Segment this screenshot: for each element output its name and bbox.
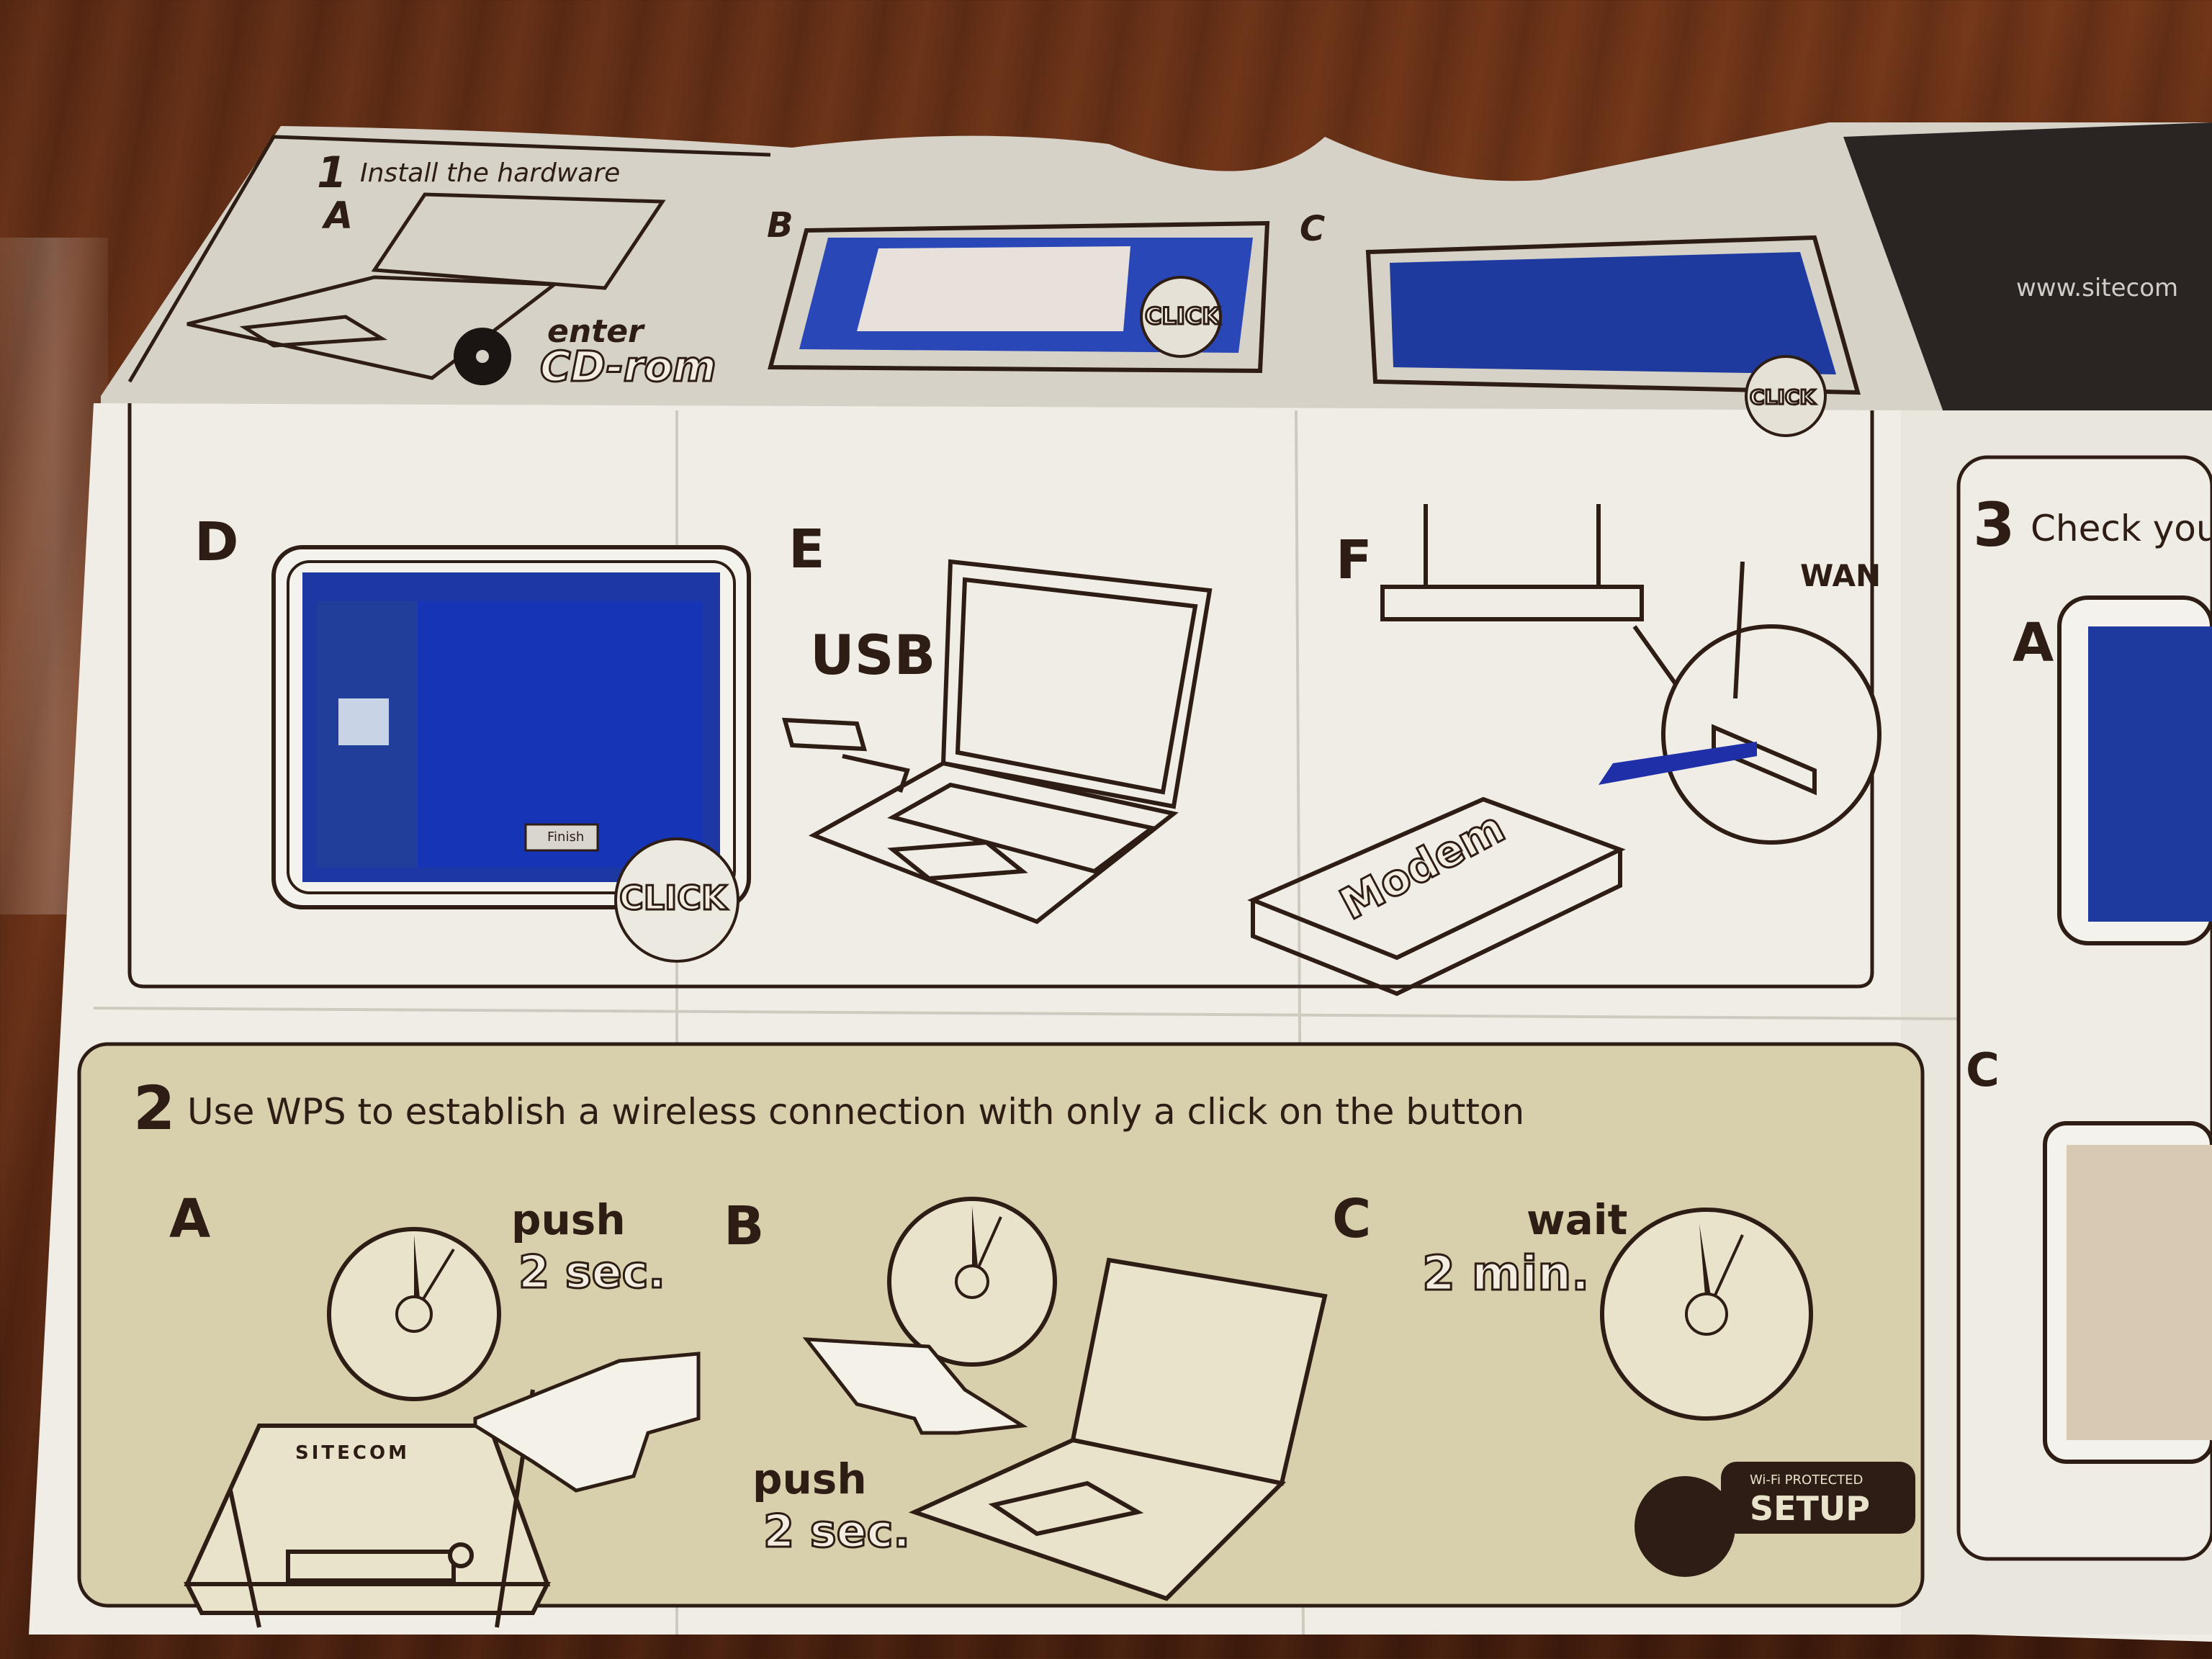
step1-letter-b: B: [767, 205, 793, 246]
step1-letter-e: E: [788, 518, 825, 580]
usb-label: USB: [810, 623, 936, 687]
step2-number: 2: [133, 1073, 176, 1143]
step1-letter-a: A: [324, 194, 354, 238]
stopwatch-b: [887, 1197, 1057, 1367]
step1-title: Install the hardware: [360, 158, 621, 188]
step1-letter-f: F: [1336, 529, 1372, 591]
website-url: www.sitecom: [2016, 274, 2179, 302]
setup-wizard-monitor: [271, 545, 751, 963]
duration-label-b: 2 sec.: [763, 1504, 912, 1559]
laptop-illustration-a: [186, 192, 666, 380]
click-label-b: CLICK: [1143, 302, 1220, 331]
wps-router-a: [184, 1389, 551, 1628]
step2-letter-b: B: [724, 1195, 765, 1257]
wps-small-text: Wi-Fi PROTECTED: [1750, 1473, 1863, 1488]
step3-letter-c: C: [1966, 1044, 2000, 1097]
laptop-illustration-e: [781, 559, 1213, 925]
wps-setup-text: SETUP: [1750, 1489, 1870, 1528]
router-modem-illustration: [1247, 504, 1881, 997]
stopwatch-a: [327, 1227, 501, 1401]
step3-number: 3: [1973, 490, 2015, 560]
instruction-leaflet: 1 Install the hardware A B C enter CD-ro…: [29, 122, 2212, 1642]
step1-frame: [127, 403, 1874, 989]
router-brand: SITECOM: [295, 1442, 410, 1464]
wps-logo: [1635, 1462, 1915, 1577]
cd-rom-label: CD-rom: [539, 341, 718, 392]
dark-cover-panel: [1843, 122, 2212, 418]
step3-monitor-a: [2057, 595, 2212, 945]
step2-letter-a: A: [169, 1188, 211, 1250]
push-label-b: push: [752, 1455, 867, 1503]
wan-label: WAN: [1800, 558, 1881, 593]
click-label-c: CLICK: [1748, 385, 1816, 410]
step1-number: 1: [317, 148, 347, 198]
step3-letter-a: A: [2013, 612, 2054, 674]
finish-button: Finish: [547, 830, 585, 845]
monitor-illustration-c: [1365, 235, 1861, 437]
step2-letter-c: C: [1332, 1188, 1372, 1250]
step1-letter-d: D: [194, 511, 239, 573]
click-label-d: CLICK: [619, 878, 729, 919]
step3-title: Check your: [2031, 508, 2212, 549]
duration-label-a: 2 sec.: [518, 1245, 667, 1300]
ethernet-cable: [1599, 742, 1757, 785]
hand-pointer-a: [473, 1352, 701, 1493]
enter-label: enter: [547, 313, 644, 350]
leaflet-artwork: [29, 122, 2212, 1642]
stopwatch-c: [1600, 1208, 1813, 1421]
step3-monitor-c: [2043, 1121, 2212, 1464]
monitor-illustration-b: [768, 220, 1270, 374]
step2-title: Use WPS to establish a wireless connecti…: [187, 1091, 1525, 1133]
step1-letter-c: C: [1300, 209, 1326, 249]
hand-pointer-b: [802, 1337, 1028, 1435]
wps-laptop-b: [908, 1257, 1328, 1601]
duration-label-c: 2 min.: [1421, 1245, 1590, 1303]
wait-label: wait: [1527, 1195, 1628, 1244]
push-label-a: push: [511, 1195, 626, 1244]
